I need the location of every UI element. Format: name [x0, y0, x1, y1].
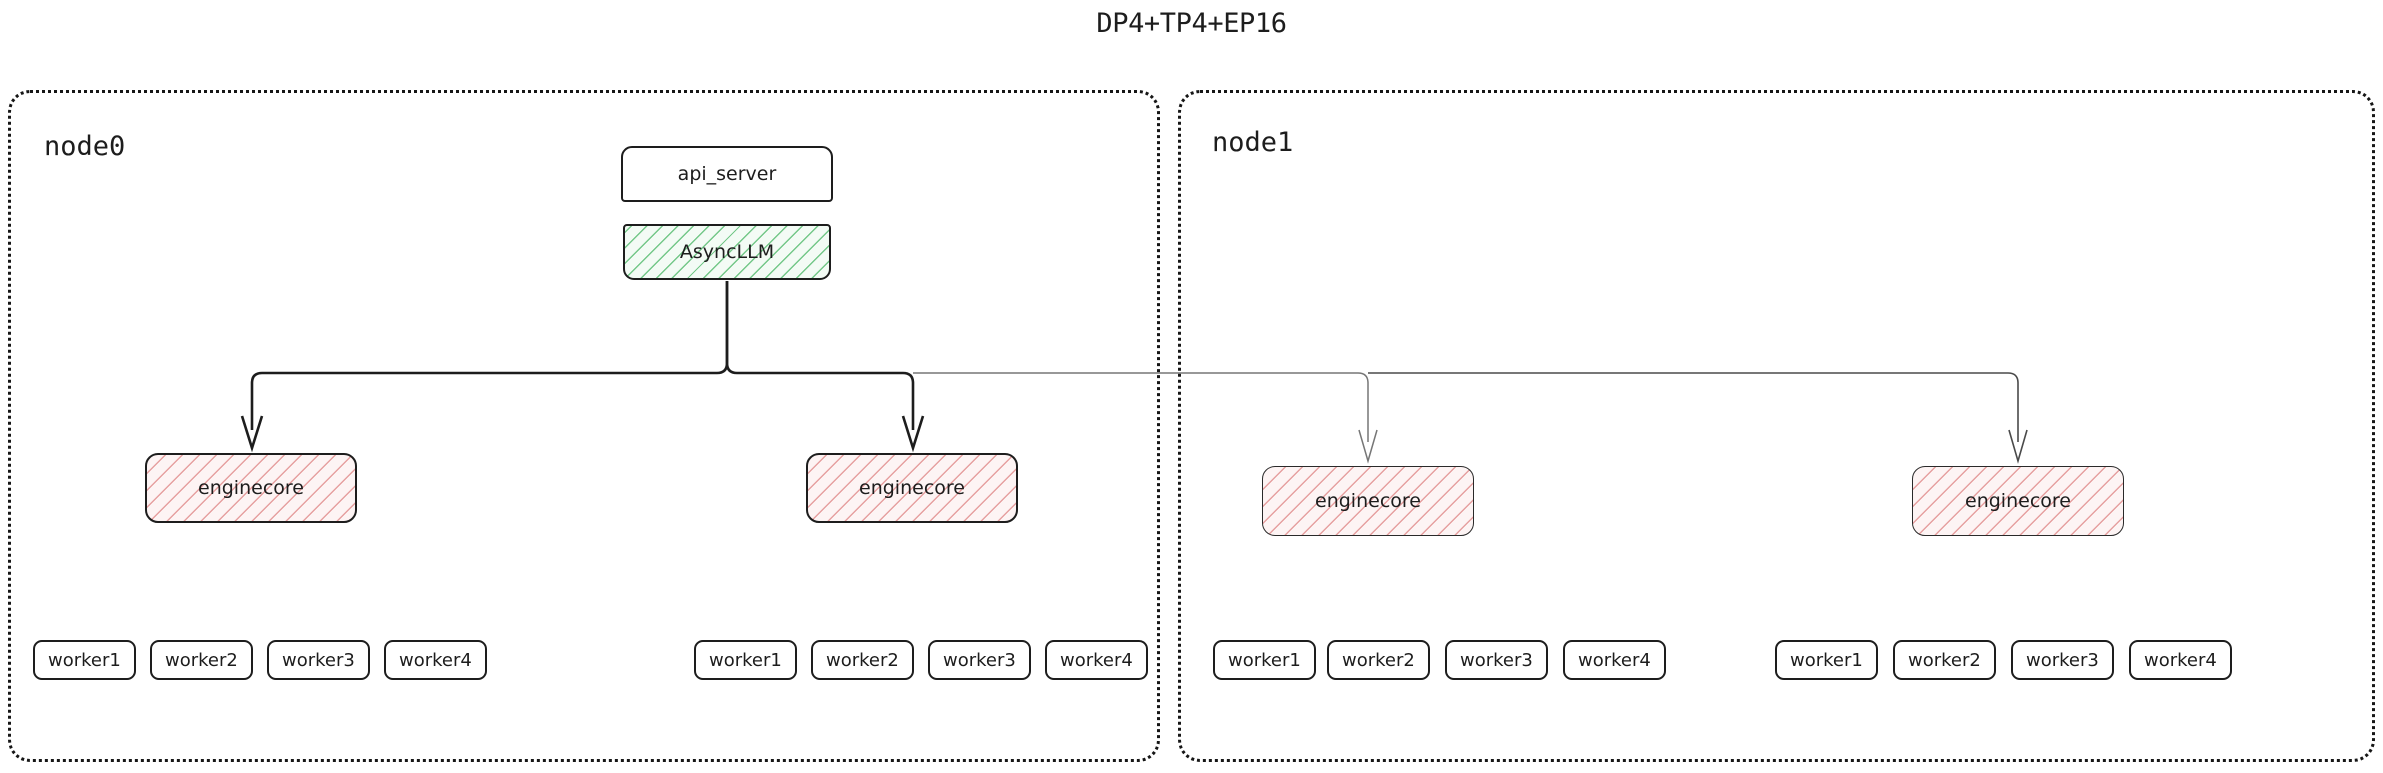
worker-node1-ec1-3[interactable]: worker3	[2011, 640, 2114, 680]
worker-node1-ec0-3[interactable]: worker3	[1445, 640, 1548, 680]
api-server-box[interactable]: api_server	[621, 146, 833, 202]
enginecore-node1-0[interactable]: enginecore	[1262, 466, 1474, 536]
worker-node0-ec1-1[interactable]: worker1	[694, 640, 797, 680]
worker-node1-ec0-4[interactable]: worker4	[1563, 640, 1666, 680]
asyncllm-box[interactable]: AsyncLLM	[623, 224, 831, 280]
worker-node0-ec0-3[interactable]: worker3	[267, 640, 370, 680]
enginecore-node1-1[interactable]: enginecore	[1912, 466, 2124, 536]
worker-node1-ec1-4[interactable]: worker4	[2129, 640, 2232, 680]
node-label-node1: node1	[1212, 127, 1294, 158]
worker-node1-ec1-1[interactable]: worker1	[1775, 640, 1878, 680]
worker-node0-ec1-2[interactable]: worker2	[811, 640, 914, 680]
worker-node0-ec1-3[interactable]: worker3	[928, 640, 1031, 680]
worker-node1-ec0-2[interactable]: worker2	[1327, 640, 1430, 680]
enginecore-node0-1[interactable]: enginecore	[806, 453, 1018, 523]
page-title: DP4+TP4+EP16	[1096, 8, 1287, 39]
worker-node0-ec0-1[interactable]: worker1	[33, 640, 136, 680]
worker-node1-ec1-2[interactable]: worker2	[1893, 640, 1996, 680]
enginecore-node0-0[interactable]: enginecore	[145, 453, 357, 523]
worker-node0-ec1-4[interactable]: worker4	[1045, 640, 1148, 680]
worker-node0-ec0-2[interactable]: worker2	[150, 640, 253, 680]
worker-node1-ec0-1[interactable]: worker1	[1213, 640, 1316, 680]
worker-node0-ec0-4[interactable]: worker4	[384, 640, 487, 680]
node-label-node0: node0	[44, 131, 126, 162]
